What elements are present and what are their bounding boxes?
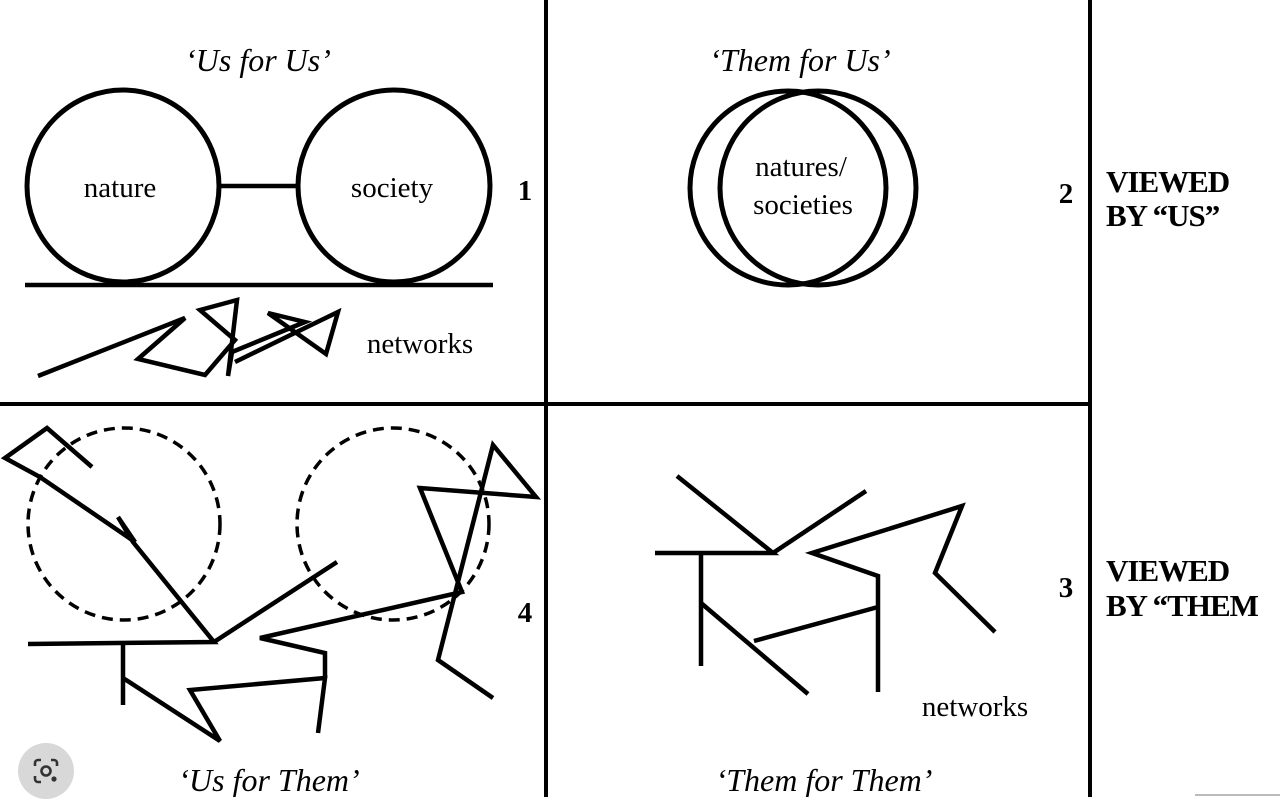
networks-label: networks [922, 691, 1028, 723]
natures-label: natures/ [755, 151, 848, 183]
viewed-by-us-line2: BY “US” [1106, 198, 1220, 233]
quadrant-them-for-them: networks 3 ‘Them for Them’ [655, 474, 1074, 797]
network-scribble [804, 502, 997, 692]
hybrid-circle-left [687, 88, 889, 288]
dashed-nature-circle [26, 426, 222, 622]
network-scribble [699, 601, 810, 696]
society-label: society [351, 172, 434, 204]
societies-label: societies [753, 189, 853, 221]
viewed-by-them-line2: BY “THEM [1106, 588, 1259, 623]
viewed-by-them-line1: VIEWED [1106, 553, 1229, 588]
network-scribble [259, 440, 542, 700]
lens-search-button[interactable] [18, 743, 74, 799]
network-scribble [655, 474, 780, 556]
quadrant-number: 3 [1059, 572, 1074, 604]
grid-frame [0, 0, 1092, 797]
quadrant-title: ‘Them for Them’ [716, 762, 933, 797]
network-scribble [212, 560, 339, 644]
quadrant-us-for-them: 4 ‘Us for Them’ [0, 425, 542, 797]
network-scribble [771, 489, 868, 555]
quadrant-number: 4 [518, 597, 533, 629]
quadrant-them-for-us: ‘Them for Us’ natures/ societies 2 [687, 42, 1074, 288]
quadrant-title: ‘Us for Them’ [178, 762, 359, 797]
networks-label: networks [367, 328, 473, 360]
lens-search-icon [33, 758, 59, 784]
quadrant-title: ‘Them for Us’ [709, 42, 890, 78]
side-labels: VIEWED BY “US” VIEWED BY “THEM [1106, 164, 1260, 623]
network-scribble [37, 296, 342, 379]
network-scribble [753, 604, 879, 644]
quadrant-title: ‘Us for Us’ [185, 42, 331, 78]
dashed-society-circle [295, 426, 491, 622]
quadrant-number: 2 [1059, 178, 1074, 210]
viewed-by-us-line1: VIEWED [1106, 164, 1229, 199]
quadrant-number: 1 [518, 175, 533, 207]
nature-label: nature [84, 172, 156, 204]
network-scribble [121, 675, 328, 743]
quadrant-us-for-us: ‘Us for Us’ nature society networks 1 [24, 42, 533, 379]
hybrid-circle-right [717, 88, 919, 288]
network-scribble [0, 425, 219, 647]
